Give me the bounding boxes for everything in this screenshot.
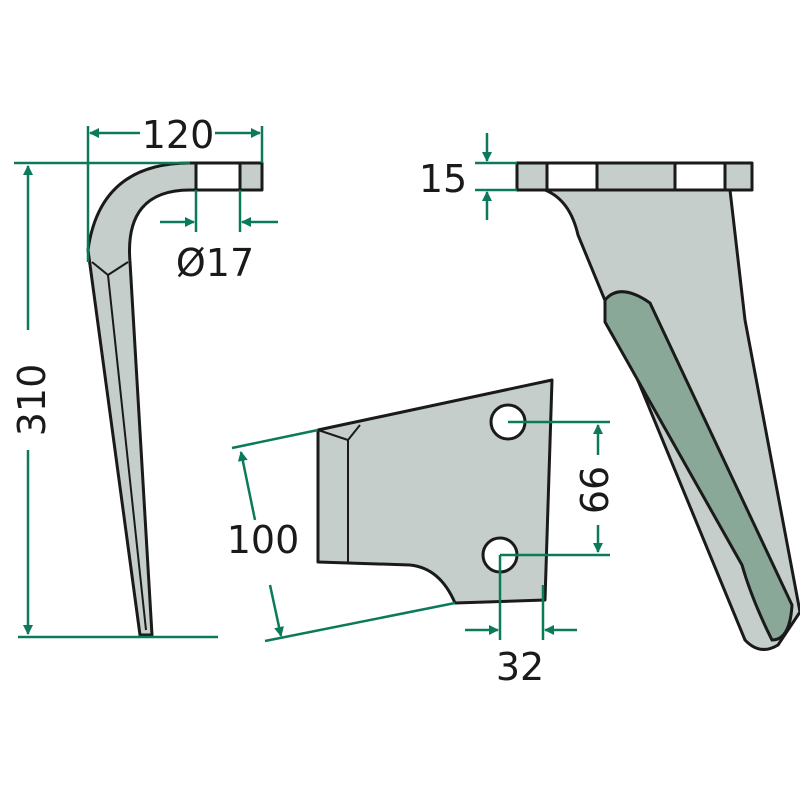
dimension-310: 310 (10, 161, 218, 639)
blade-plate-view (316, 378, 554, 605)
tine-front-view (515, 161, 800, 651)
dimension-diameter-17: Ø17 (160, 190, 278, 285)
dimension-120: 120 (86, 113, 264, 262)
mounting-hole-section (194, 161, 242, 192)
dimension-66: 66 (500, 420, 617, 557)
tine-side-view (86, 161, 264, 637)
dimension-label-310: 310 (10, 364, 54, 437)
dimension-label-120: 120 (142, 113, 215, 157)
dimension-label-66: 66 (573, 466, 617, 514)
dimension-label-15: 15 (419, 157, 467, 201)
dimension-32: 32 (465, 555, 577, 689)
dimension-100: 100 (227, 428, 456, 643)
blade-groove (603, 290, 794, 642)
dimension-label-32: 32 (496, 645, 544, 689)
dimension-15: 15 (419, 133, 517, 220)
dimension-label-diameter: Ø17 (176, 241, 254, 285)
dimension-label-100: 100 (227, 518, 300, 562)
